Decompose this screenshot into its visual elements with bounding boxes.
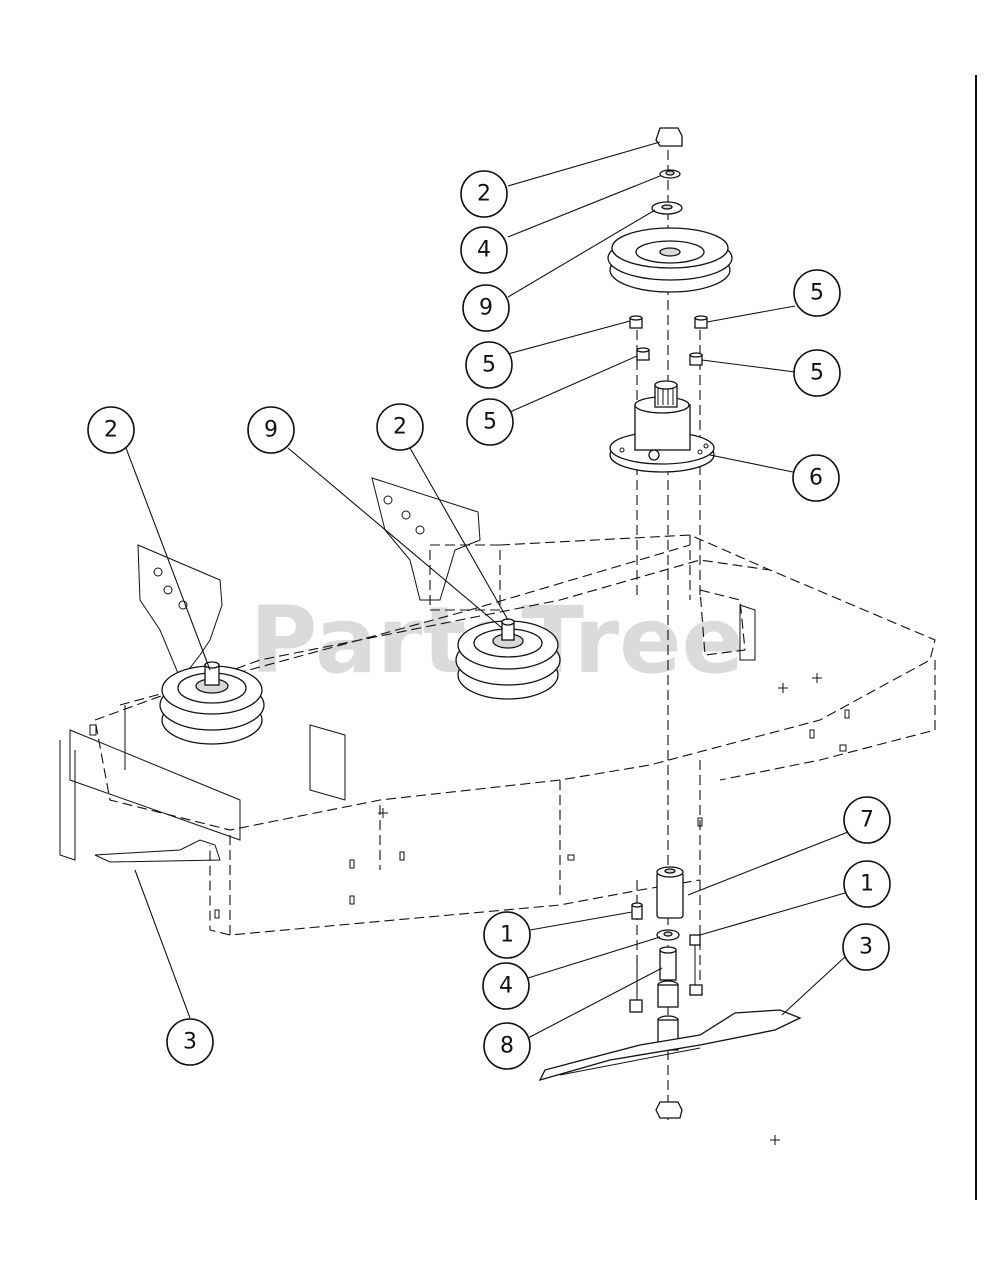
svg-text:8: 8 xyxy=(500,1034,514,1059)
svg-text:6: 6 xyxy=(809,466,823,491)
center-idler-pulley xyxy=(455,618,561,700)
callout-7: 7 xyxy=(843,796,891,844)
callout-5-b: 5 xyxy=(466,398,514,446)
spindle-exploded-stack xyxy=(538,127,802,1120)
callout-9-mid: 9 xyxy=(247,406,295,454)
svg-text:9: 9 xyxy=(264,418,278,443)
callout-1-a: 1 xyxy=(843,860,891,908)
callout-4-low: 4 xyxy=(482,962,530,1010)
svg-text:2: 2 xyxy=(104,418,118,443)
mower-deck xyxy=(59,477,936,1145)
callout-2-left: 2 xyxy=(87,406,135,454)
callout-3-left: 3 xyxy=(166,1018,214,1066)
svg-text:2: 2 xyxy=(477,182,491,207)
svg-text:7: 7 xyxy=(860,808,874,833)
svg-text:5: 5 xyxy=(483,410,497,435)
left-idler-pulley xyxy=(159,661,265,745)
callout-9-top: 9 xyxy=(462,284,510,332)
svg-text:5: 5 xyxy=(482,353,496,378)
svg-text:3: 3 xyxy=(183,1030,197,1055)
svg-text:5: 5 xyxy=(810,361,824,386)
callout-1-b: 1 xyxy=(483,911,531,959)
svg-text:2: 2 xyxy=(393,415,407,440)
svg-text:1: 1 xyxy=(500,923,514,948)
svg-text:1: 1 xyxy=(860,872,874,897)
callout-8: 8 xyxy=(483,1022,531,1070)
svg-text:4: 4 xyxy=(477,238,491,263)
svg-text:4: 4 xyxy=(499,974,513,999)
svg-text:9: 9 xyxy=(479,296,493,321)
callout-5-d: 5 xyxy=(793,349,841,397)
callout-2-mid: 2 xyxy=(376,403,424,451)
callout-4-top: 4 xyxy=(460,226,508,274)
callout-2-top: 2 xyxy=(460,170,508,218)
callout-3-right: 3 xyxy=(842,923,890,971)
svg-text:3: 3 xyxy=(859,935,873,960)
callout-6: 6 xyxy=(792,454,840,502)
leader-lines xyxy=(125,141,849,1039)
svg-text:5: 5 xyxy=(810,281,824,306)
callout-5-c: 5 xyxy=(793,269,841,317)
callout-5-a: 5 xyxy=(465,341,513,389)
